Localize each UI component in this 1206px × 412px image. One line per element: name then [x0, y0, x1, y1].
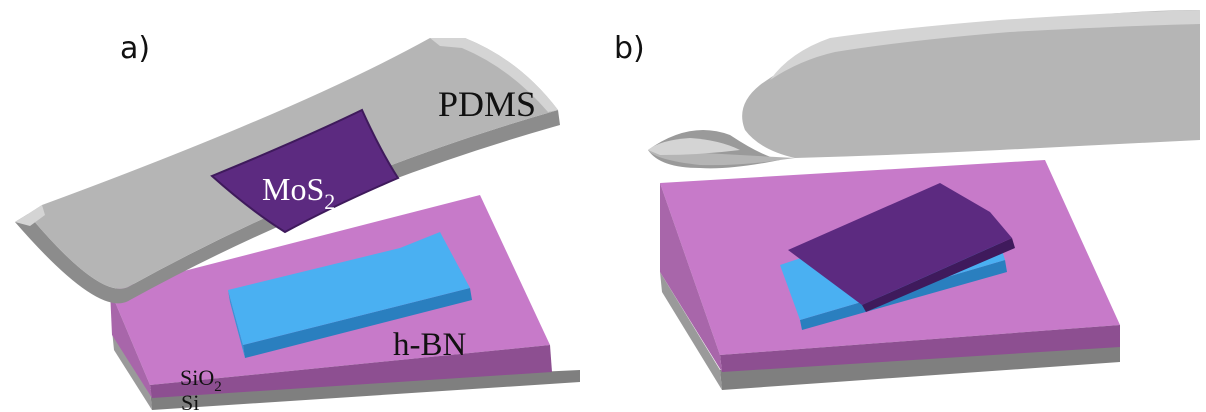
- pdms-curl-lip: [648, 138, 740, 155]
- pdms-rim-top: [430, 38, 558, 112]
- pdms-underside: [15, 110, 560, 304]
- pdms-stamp-b: [648, 10, 1200, 169]
- si-label: Si: [181, 390, 199, 412]
- hbn-flake-a: [228, 232, 472, 358]
- sio2-layer-side-left-b: [660, 183, 722, 372]
- hbn-flake-side: [243, 288, 472, 358]
- panel-b-label: b): [614, 31, 645, 66]
- sio2-layer-side-front: [150, 345, 552, 398]
- mos2-flake-b: [788, 183, 1015, 312]
- hbn-flake-top: [228, 232, 470, 345]
- pdms-curl-highlight: [770, 10, 1200, 80]
- panel-a: a) PDMS MoS2 h-BN SiO2 Si: [15, 31, 580, 412]
- si-layer-side-front: [150, 370, 580, 410]
- sio2-layer-side-left: [110, 290, 152, 398]
- pdms-stamp-a: [15, 38, 560, 304]
- panel-a-label: a): [120, 31, 150, 66]
- mos2-flake-b-side: [862, 238, 1015, 312]
- pdms-label: PDMS: [438, 84, 536, 124]
- mos2-flake-a: [210, 108, 400, 234]
- hbn-flake-side-left: [228, 290, 245, 358]
- sio2-label: SiO2: [180, 365, 222, 395]
- panel-b: b): [614, 10, 1200, 390]
- si-layer-side-front-b: [720, 345, 1120, 390]
- pdms-rim-left: [15, 205, 45, 226]
- pdms-curl-outer: [648, 10, 1200, 166]
- sio2-layer-side-front-b: [720, 325, 1120, 372]
- mos2-flake-b-top: [788, 183, 1012, 305]
- mos2-label: MoS2: [262, 171, 335, 214]
- hbn-label: h-BN: [393, 327, 467, 363]
- substrate-b: [660, 160, 1120, 390]
- si-layer-side-left-b: [660, 272, 722, 390]
